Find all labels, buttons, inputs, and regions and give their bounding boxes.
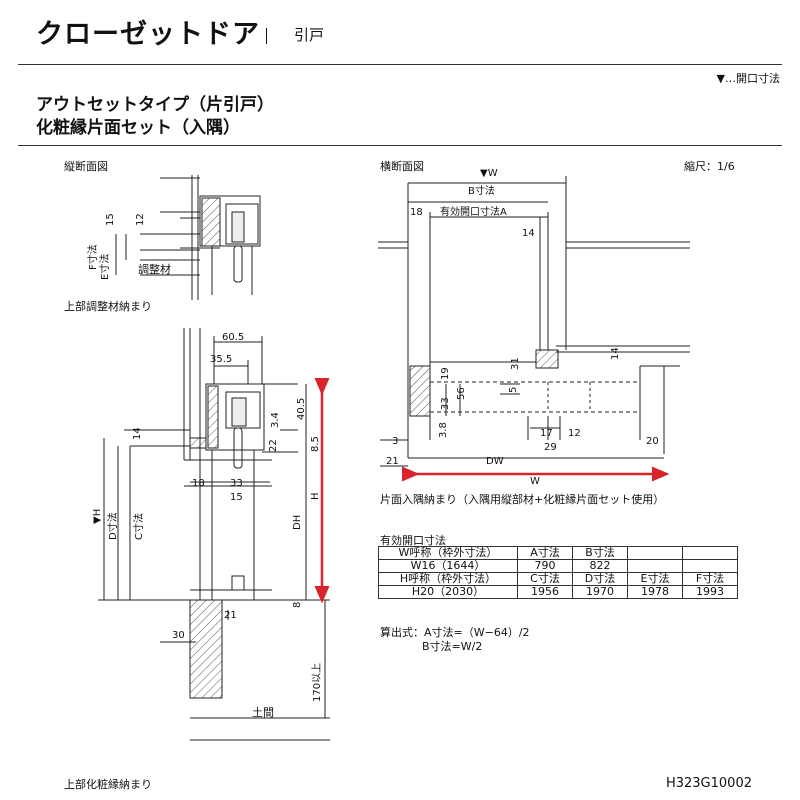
dim-w-mark: ▼W <box>480 168 498 179</box>
table-cell <box>627 546 683 560</box>
type-title-line1: アウトセットタイプ（片引戸） <box>36 95 274 115</box>
dim-h-5: 5 <box>508 387 519 393</box>
vertical-section-label: 縦断面図 <box>64 160 108 173</box>
table-row: W呼称（枠外寸法） A寸法 B寸法 <box>378 546 738 560</box>
dim-h-20: 20 <box>646 436 659 447</box>
table-cell: 1970 <box>572 585 628 599</box>
dim-8-5: 8.5 <box>310 436 321 452</box>
corner-note: 片面入隅納まり（入隅用縦部材+化粧縁片面セット使用） <box>380 493 665 506</box>
dimension-table: W呼称（枠外寸法） A寸法 B寸法 W16（1644） 790 822 H呼称（… <box>378 546 738 599</box>
dim-h-12: 12 <box>568 428 581 439</box>
dim-h-33: 33 <box>440 397 451 410</box>
dim-h-19: 19 <box>440 367 451 380</box>
table-cell <box>682 546 738 560</box>
dim-33: 33 <box>230 478 243 489</box>
dim-14: 14 <box>132 427 143 440</box>
type-title-line2: 化粧縁片面セット（入隅） <box>36 118 240 138</box>
table-row: W16（1644） 790 822 <box>378 559 738 573</box>
dim-h-17: 17 <box>540 428 553 439</box>
table-row: H20（2030） 1956 1970 1978 1993 <box>378 585 738 599</box>
dim-f: F寸法 <box>86 244 99 270</box>
dim-170: 170以上 <box>311 663 323 702</box>
table-cell: A寸法 <box>517 546 573 560</box>
dim-3-4: 3.4 <box>270 412 281 428</box>
dim-b: B寸法 <box>468 184 495 197</box>
horizontal-section <box>378 176 690 467</box>
dim-h-56: 56 <box>456 387 467 400</box>
dim-35-5: 35.5 <box>210 354 232 365</box>
table-title: 有効開口寸法 <box>380 534 446 547</box>
table-cell: W呼称（枠外寸法） <box>378 546 518 560</box>
dim-h-29: 29 <box>544 442 557 453</box>
dim-e: E寸法 <box>98 254 111 280</box>
legend-note: ▼…開口寸法 <box>716 72 780 85</box>
page-title: クローゼットドア <box>36 19 260 50</box>
scale-label: 縮尺：1/6 <box>684 160 735 173</box>
dim-top-12: 12 <box>135 213 146 226</box>
table-cell <box>627 559 683 573</box>
title-separator <box>266 28 267 44</box>
dim-21: 21 <box>224 610 237 621</box>
table-cell: E寸法 <box>627 572 683 586</box>
dim-h: H <box>310 492 321 500</box>
table-cell: C寸法 <box>517 572 573 586</box>
table-cell: 790 <box>517 559 573 573</box>
adjust-material-label: 調整材 <box>138 262 171 276</box>
dim-c: C寸法 <box>132 513 145 540</box>
page-subtitle: 引戸 <box>294 26 325 44</box>
dim-a: 有効開口寸法A <box>440 205 507 218</box>
header-rule <box>18 64 782 65</box>
table-cell: H呼称（枠外寸法） <box>378 572 518 586</box>
dim-60-5: 60.5 <box>222 332 244 343</box>
upper-adjust-label: 上部調整材納まり <box>64 300 152 313</box>
table-cell: 1956 <box>517 585 573 599</box>
vertical-section <box>98 328 330 741</box>
dim-h-3: 3 <box>392 436 398 447</box>
dim-15: 15 <box>230 492 243 503</box>
dim-h-3-8: 3.8 <box>438 422 449 438</box>
formula-line1: 算出式：A寸法=（W−64）/2 <box>380 626 530 639</box>
table-cell: 1978 <box>627 585 683 599</box>
dim-h-w: W <box>530 476 540 487</box>
dim-h-mark: ▼H <box>92 509 103 524</box>
upper-trim-label: 上部化粧縁納まり <box>64 778 152 791</box>
table-cell <box>682 559 738 573</box>
table-cell: D寸法 <box>572 572 628 586</box>
table-cell: 822 <box>572 559 628 573</box>
upper-adjust-detail <box>115 175 261 300</box>
dim-h-14b: 14 <box>610 347 621 360</box>
horizontal-section-label: 横断面図 <box>380 160 424 173</box>
dim-18: 18 <box>192 478 205 489</box>
dim-h-dw: DW <box>486 456 504 467</box>
dim-40-5: 40.5 <box>296 398 307 420</box>
table-row: H呼称（枠外寸法） C寸法 D寸法 E寸法 F寸法 <box>378 572 738 586</box>
dim-h-21: 21 <box>386 456 399 467</box>
dim-22: 22 <box>268 439 279 452</box>
dim-h-31: 31 <box>510 357 521 370</box>
dim-d: D寸法 <box>106 512 119 540</box>
dim-h-18: 18 <box>410 207 423 218</box>
table-cell: H20（2030） <box>378 585 518 599</box>
formula-line2: B寸法=W/2 <box>422 640 483 653</box>
section-rule <box>18 145 782 146</box>
table-cell: 1993 <box>682 585 738 599</box>
table-cell: W16（1644） <box>378 559 518 573</box>
dim-h-14a: 14 <box>522 228 535 239</box>
floor-label: 土間 <box>252 706 274 719</box>
dim-8: 8 <box>292 602 303 608</box>
dim-30: 30 <box>172 630 185 641</box>
dim-top-15: 15 <box>105 213 116 226</box>
table-cell: F寸法 <box>682 572 738 586</box>
dim-dh: DH <box>292 515 303 530</box>
table-cell: B寸法 <box>572 546 628 560</box>
product-code: H323G10002 <box>665 776 752 791</box>
